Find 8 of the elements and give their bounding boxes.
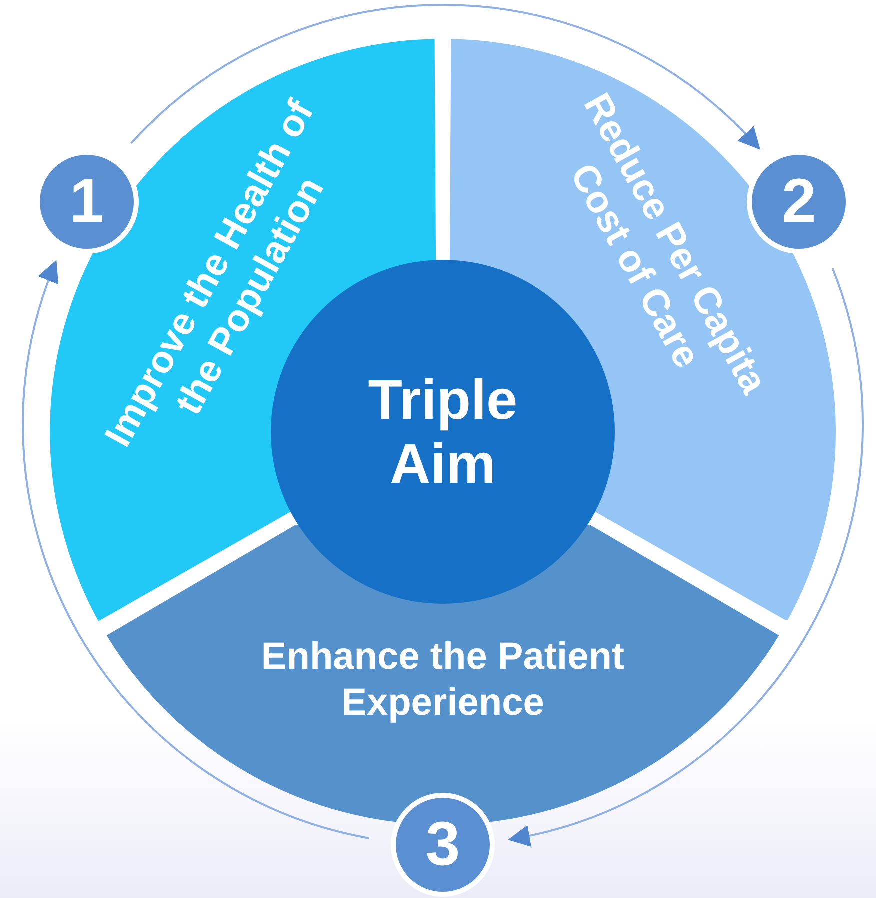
step-number: 1 (70, 170, 104, 234)
cycle-arrow (130, 4, 761, 150)
segment-label: Enhance the Patient Experience (260, 635, 626, 726)
step-number: 2 (782, 170, 816, 234)
step-number: 3 (426, 813, 460, 877)
cycle-arrow (508, 268, 864, 846)
cycle-arrow (22, 260, 370, 840)
center-title: Triple Aim (367, 368, 519, 496)
